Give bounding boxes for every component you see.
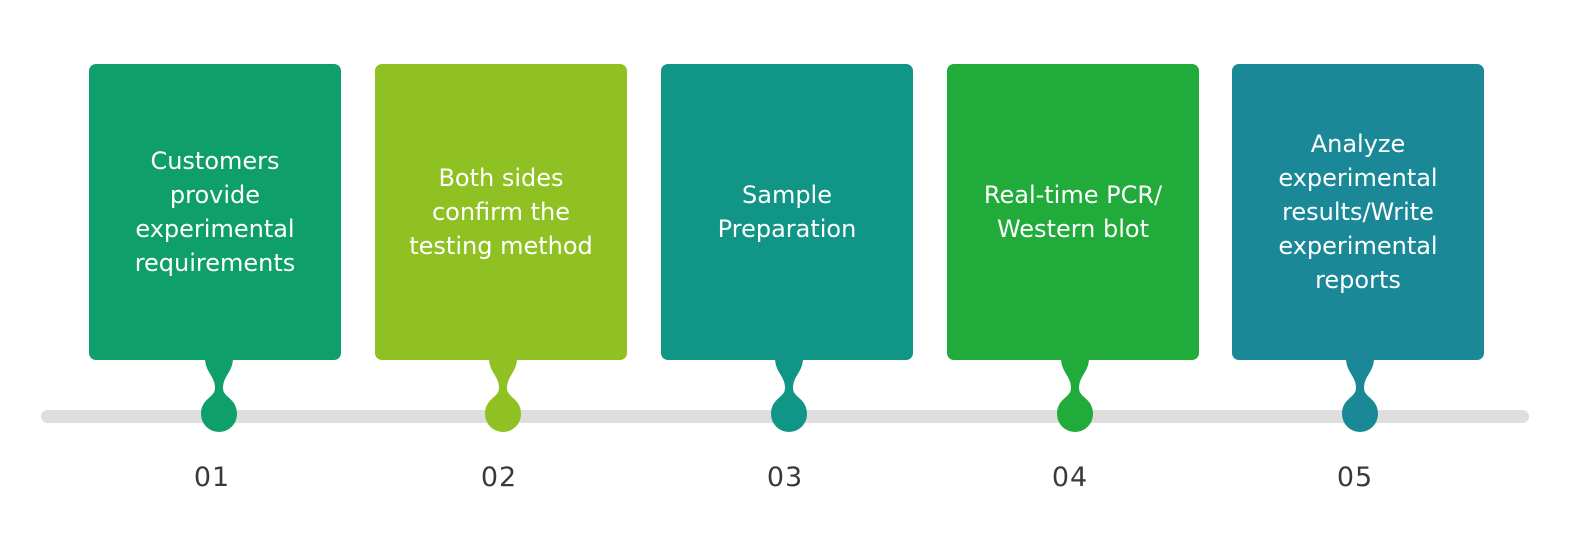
step-connector-pin xyxy=(1342,358,1378,432)
step-connector-pin xyxy=(771,358,807,432)
step-card: Real-time PCR/Western blot xyxy=(947,64,1199,360)
step-04: Real-time PCR/Western blot 04 xyxy=(947,64,1199,493)
step-number: 03 xyxy=(766,462,804,493)
step-card-text: Real-time PCR/Western blot xyxy=(983,181,1163,243)
step-connector-pin xyxy=(201,358,237,432)
step-number: 05 xyxy=(1336,462,1374,493)
step-connector-pin xyxy=(485,358,521,432)
step-connector-pin xyxy=(1057,358,1093,432)
step-number: 01 xyxy=(193,462,231,493)
step-number: 02 xyxy=(480,462,518,493)
step-number: 04 xyxy=(1051,462,1089,493)
